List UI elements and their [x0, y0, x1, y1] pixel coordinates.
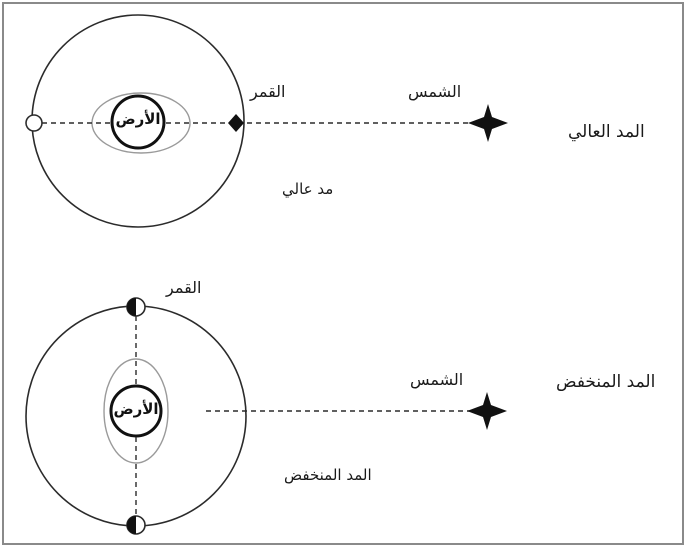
moon-top-new: [228, 114, 244, 132]
high-tide-caption: مد عالي: [282, 180, 333, 198]
low-tide-caption: المد المنخفض: [284, 466, 372, 484]
high-tide-side-title: المد العالي: [568, 122, 645, 142]
moon-bottom-lower-shadow: [127, 516, 136, 534]
moon-label-bottom: القمر: [166, 278, 202, 297]
moon-bottom-upper-shadow: [127, 298, 136, 316]
low-tide-side-title: المد المنخفض: [556, 372, 655, 392]
high-tide-figure: [26, 15, 508, 227]
sun-label-bottom: الشمس: [410, 370, 463, 389]
earth-label-bottom: الأرض: [110, 400, 162, 418]
sun-star-top: [468, 104, 508, 142]
diagram-frame: [3, 3, 683, 544]
sun-label-top: الشمس: [408, 82, 461, 101]
moon-top-far-side: [26, 115, 42, 131]
moon-label-top: القمر: [250, 82, 286, 101]
sun-star-bottom: [467, 392, 507, 430]
low-tide-figure: [26, 298, 507, 534]
earth-label-top: الأرض: [112, 110, 164, 128]
